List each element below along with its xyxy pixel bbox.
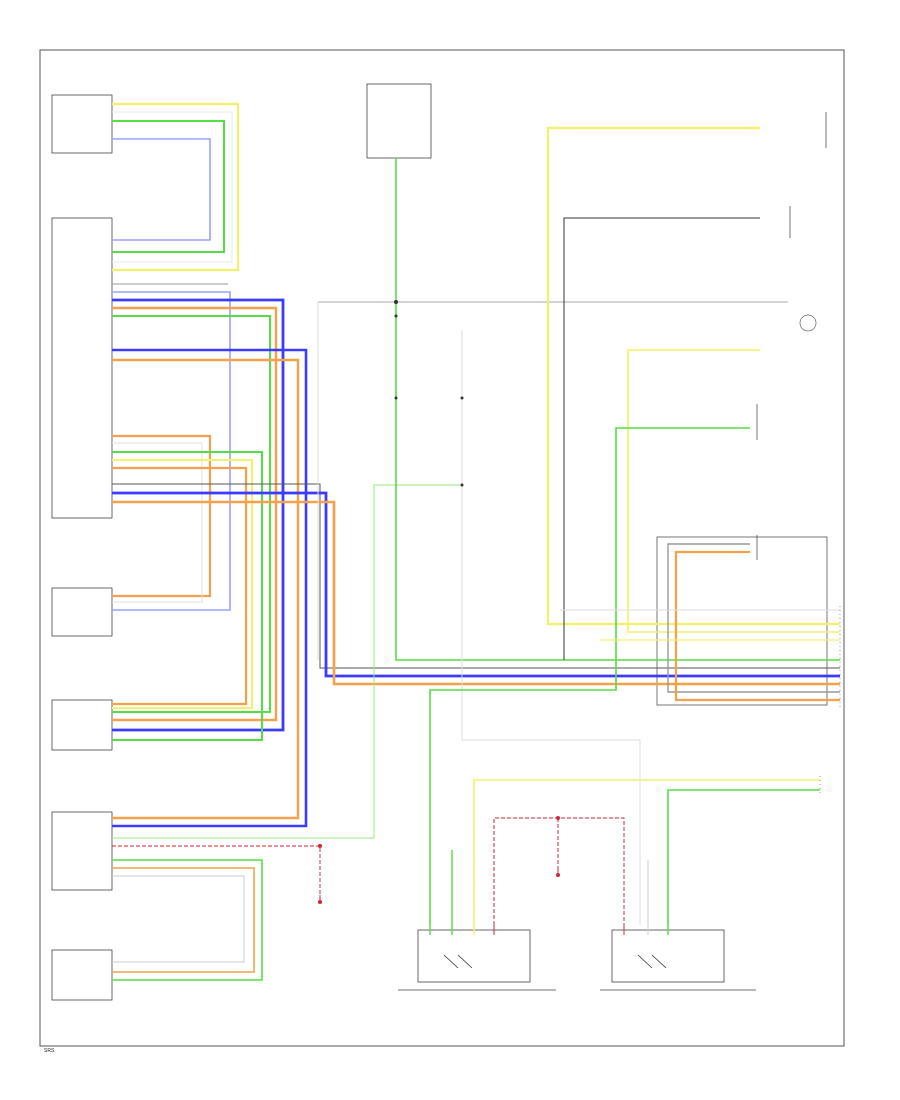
wire-white-1 [112, 111, 233, 263]
passenger-seat-belt-switch-box [611, 929, 725, 983]
fuse-box [366, 83, 432, 159]
diagram-frame [39, 49, 845, 1047]
wire-green-860 [112, 859, 263, 981]
wire-orange-right-1 [674, 550, 840, 702]
wire-group [112, 102, 840, 981]
wire-orange-360 [112, 358, 300, 820]
wire-orange-436 [112, 434, 212, 598]
wire-lightblue-1 [112, 138, 211, 241]
wire-dark-right-1 [563, 217, 760, 660]
wire-green-1 [112, 120, 225, 253]
component-box-1 [51, 94, 113, 154]
driver-seat-belt-switch-box [417, 929, 531, 983]
component-box-4 [51, 699, 113, 751]
wire-orange-308 [112, 306, 278, 722]
wire-blue-350 [112, 348, 308, 828]
wire-gray-876 [112, 875, 245, 963]
wire-gray-right-1 [667, 543, 840, 693]
wire-yellow-right-2 [627, 349, 840, 633]
splice-dot-5 [460, 483, 464, 487]
ground-symbol-center [556, 868, 560, 877]
driver-switch-symbol [443, 954, 473, 969]
wire-orange-868 [112, 867, 255, 973]
horn-symbol [799, 314, 817, 332]
right-edge-terminals [819, 606, 841, 794]
wire-orange-502 [112, 500, 840, 686]
wire-yellow-460 [112, 459, 253, 709]
wire-white-462 [461, 330, 641, 925]
wire-red-ground-right [493, 817, 625, 925]
splice-dot-3 [394, 396, 398, 400]
wire-green-452 [112, 451, 263, 741]
wire-yellow-1 [112, 102, 240, 272]
wire-yellow-right-1 [546, 126, 840, 626]
wire-orange-468 [112, 466, 248, 706]
wire-lightgreen-838 [112, 484, 462, 839]
wire-blue-300 [112, 298, 285, 732]
component-box-3 [51, 587, 113, 637]
splice-dot-4 [460, 396, 464, 400]
component-box-6 [51, 949, 113, 1001]
switch-pin-stubs [429, 925, 669, 935]
wire-green-bottom [667, 789, 820, 925]
splice-dot-7 [556, 816, 560, 820]
wire-red-ground-left [112, 845, 321, 895]
footer-code: SRS [44, 1048, 55, 1054]
wire-green-316 [112, 315, 271, 713]
splice-dot-1 [394, 300, 398, 304]
component-box-5 [51, 811, 113, 891]
component-box-srs-unit [51, 217, 113, 519]
right-connector-frame [656, 536, 828, 706]
wire-green-right-1 [429, 427, 750, 925]
wire-yellow-bottom [473, 779, 820, 925]
splice-points [318, 300, 560, 848]
splice-dot-2 [394, 314, 398, 318]
wire-green-fuse-feed [395, 158, 840, 661]
wire-white-443 [112, 442, 203, 603]
wire-dark-484 [112, 483, 840, 669]
passenger-switch-symbol [637, 954, 667, 969]
ground-symbol-left [318, 895, 322, 904]
splice-dot-6 [318, 844, 322, 848]
wire-blue-493 [112, 491, 840, 678]
